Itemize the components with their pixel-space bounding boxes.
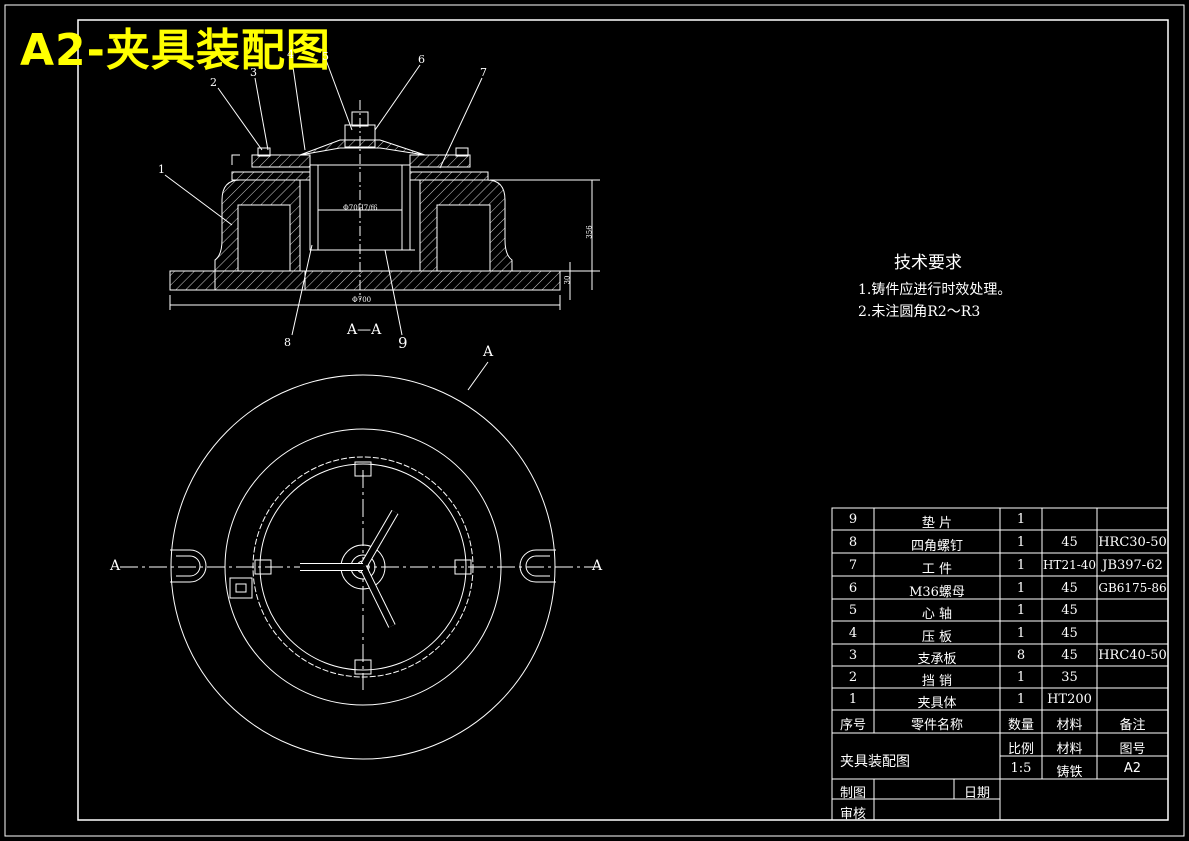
tb-date: 日期 [963,786,990,801]
callout-2: 2 [210,76,217,89]
cut-mark-right: A [592,558,603,574]
row-note: HRC40-50 [1098,648,1167,663]
row-no: 9 [848,512,858,527]
row-no: 5 [848,603,858,618]
row-qty: 8 [1016,648,1026,663]
row-qty: 1 [1016,581,1026,596]
row-material: HT21-40 [1042,558,1097,572]
dim-base-height: 30 [563,275,572,285]
tech-requirements: 技术要求 1.铸件应进行时效处理。 2.未注圆角R2～R3 [858,248,1058,323]
tb-drawing-no-label: 图号 [1119,742,1146,757]
row-no: 4 [848,626,858,641]
row-no: 8 [848,535,858,550]
tb-scale-label: 比例 [1007,742,1034,757]
row-qty: 1 [1016,558,1026,573]
tb-material-label: 材料 [1056,742,1083,757]
row-material: 45 [1061,581,1078,596]
tech-item-2: 2.未注圆角R2～R3 [858,304,981,320]
tb-scale: 1:5 [1010,761,1032,776]
dim-base: Φ700 [352,296,372,304]
row-name: M36螺母 [909,585,965,600]
base-plate [169,270,561,291]
row-material: 45 [1061,626,1078,641]
row-material: 45 [1061,535,1078,550]
row-qty: 1 [1016,670,1026,685]
row-name: 夹具体 [917,696,957,711]
inner-frame [77,19,1169,821]
callout-8: 8 [284,336,291,349]
dim-bore: Φ70H7/f6 [343,204,378,212]
row-qty: 1 [1016,603,1026,618]
row-no: 2 [848,670,858,685]
header-note: 备注 [1119,718,1146,733]
row-name: 四角螺钉 [910,539,963,554]
section-view [164,59,600,336]
tb-checked: 审核 [839,807,866,822]
tb-drawing-no: A2 [1123,761,1142,776]
outer-frame [4,4,1185,837]
header-qty: 数量 [1007,718,1034,733]
plan-view [120,361,600,760]
row-note: JB397-62 [1102,558,1163,573]
row-note: HRC30-50 [1098,535,1167,550]
row-no: 1 [848,692,858,707]
row-material: 45 [1061,648,1078,663]
callout-7: 7 [480,66,487,79]
row-qty: 1 [1016,626,1026,641]
tech-heading: 技术要求 [894,253,962,273]
tech-item-1: 1.铸件应进行时效处理。 [858,282,1012,298]
row-material: 45 [1061,603,1078,618]
row-name: 支承板 [917,652,957,667]
callout-3: 3 [250,66,257,79]
row-no: 7 [848,558,858,573]
row-name: 工 件 [921,562,953,577]
row-name: 挡 销 [921,674,953,689]
callout-1: 1 [158,163,165,176]
tb-material: 铸铁 [1056,765,1083,780]
row-name: 压 板 [921,630,953,645]
callout-6: 6 [418,53,425,66]
row-qty: 1 [1016,535,1026,550]
callout-4: 4 [287,48,294,61]
row-name: 心 轴 [921,607,953,622]
callout-9: 9 [398,334,408,352]
section-label: A—A [347,322,382,338]
cut-mark-left: A [110,558,121,574]
row-name: 垫 片 [921,516,953,531]
row-note: GB6175-86 [1098,581,1167,595]
parts-table [831,507,1169,821]
cut-mark-top: A [483,344,494,360]
row-material: HT200 [1047,692,1092,707]
tb-name: 夹具装配图 [840,754,910,770]
row-no: 3 [848,648,858,663]
row-no: 6 [848,581,858,596]
row-material: 35 [1061,670,1078,685]
row-qty: 1 [1016,692,1026,707]
dim-height: 356 [585,225,594,239]
tb-drawn-by: 制图 [839,786,866,801]
row-qty: 1 [1016,512,1026,527]
header-name: 零件名称 [910,718,963,733]
header-material: 材料 [1056,718,1083,733]
header-no: 序号 [839,718,866,733]
callout-5: 5 [322,50,329,63]
drawing-title: A2-夹具装配图 [20,25,331,76]
